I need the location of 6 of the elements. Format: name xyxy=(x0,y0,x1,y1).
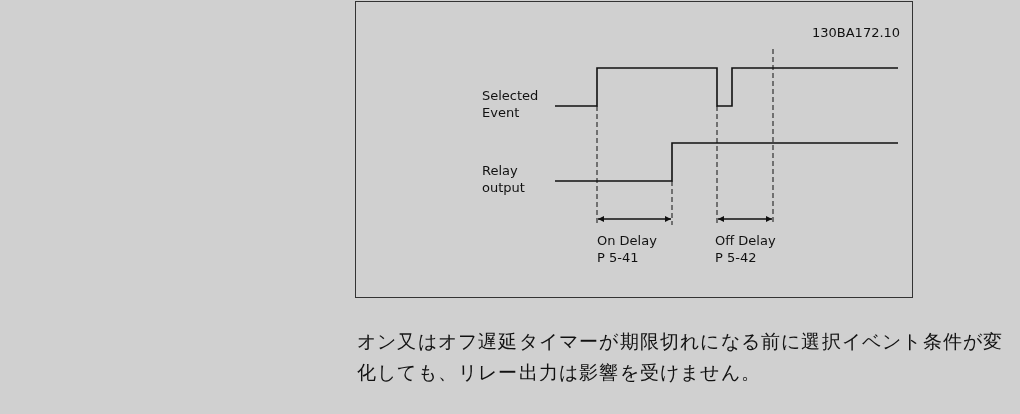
delay-label: On Delay P 5-41 xyxy=(597,232,658,266)
caption: オン又はオフ遅延タイマーが期限切れになる前に選択イベント条件が変化しても、リレー出力は影響を受けません。 xyxy=(357,329,1005,385)
signal-label: Selected Event xyxy=(482,87,540,121)
delay-label: Off Delay P 5-42 xyxy=(715,232,777,266)
signal-label: Relay output xyxy=(482,162,526,196)
drawing-number: 130BA172.10 xyxy=(812,24,902,41)
